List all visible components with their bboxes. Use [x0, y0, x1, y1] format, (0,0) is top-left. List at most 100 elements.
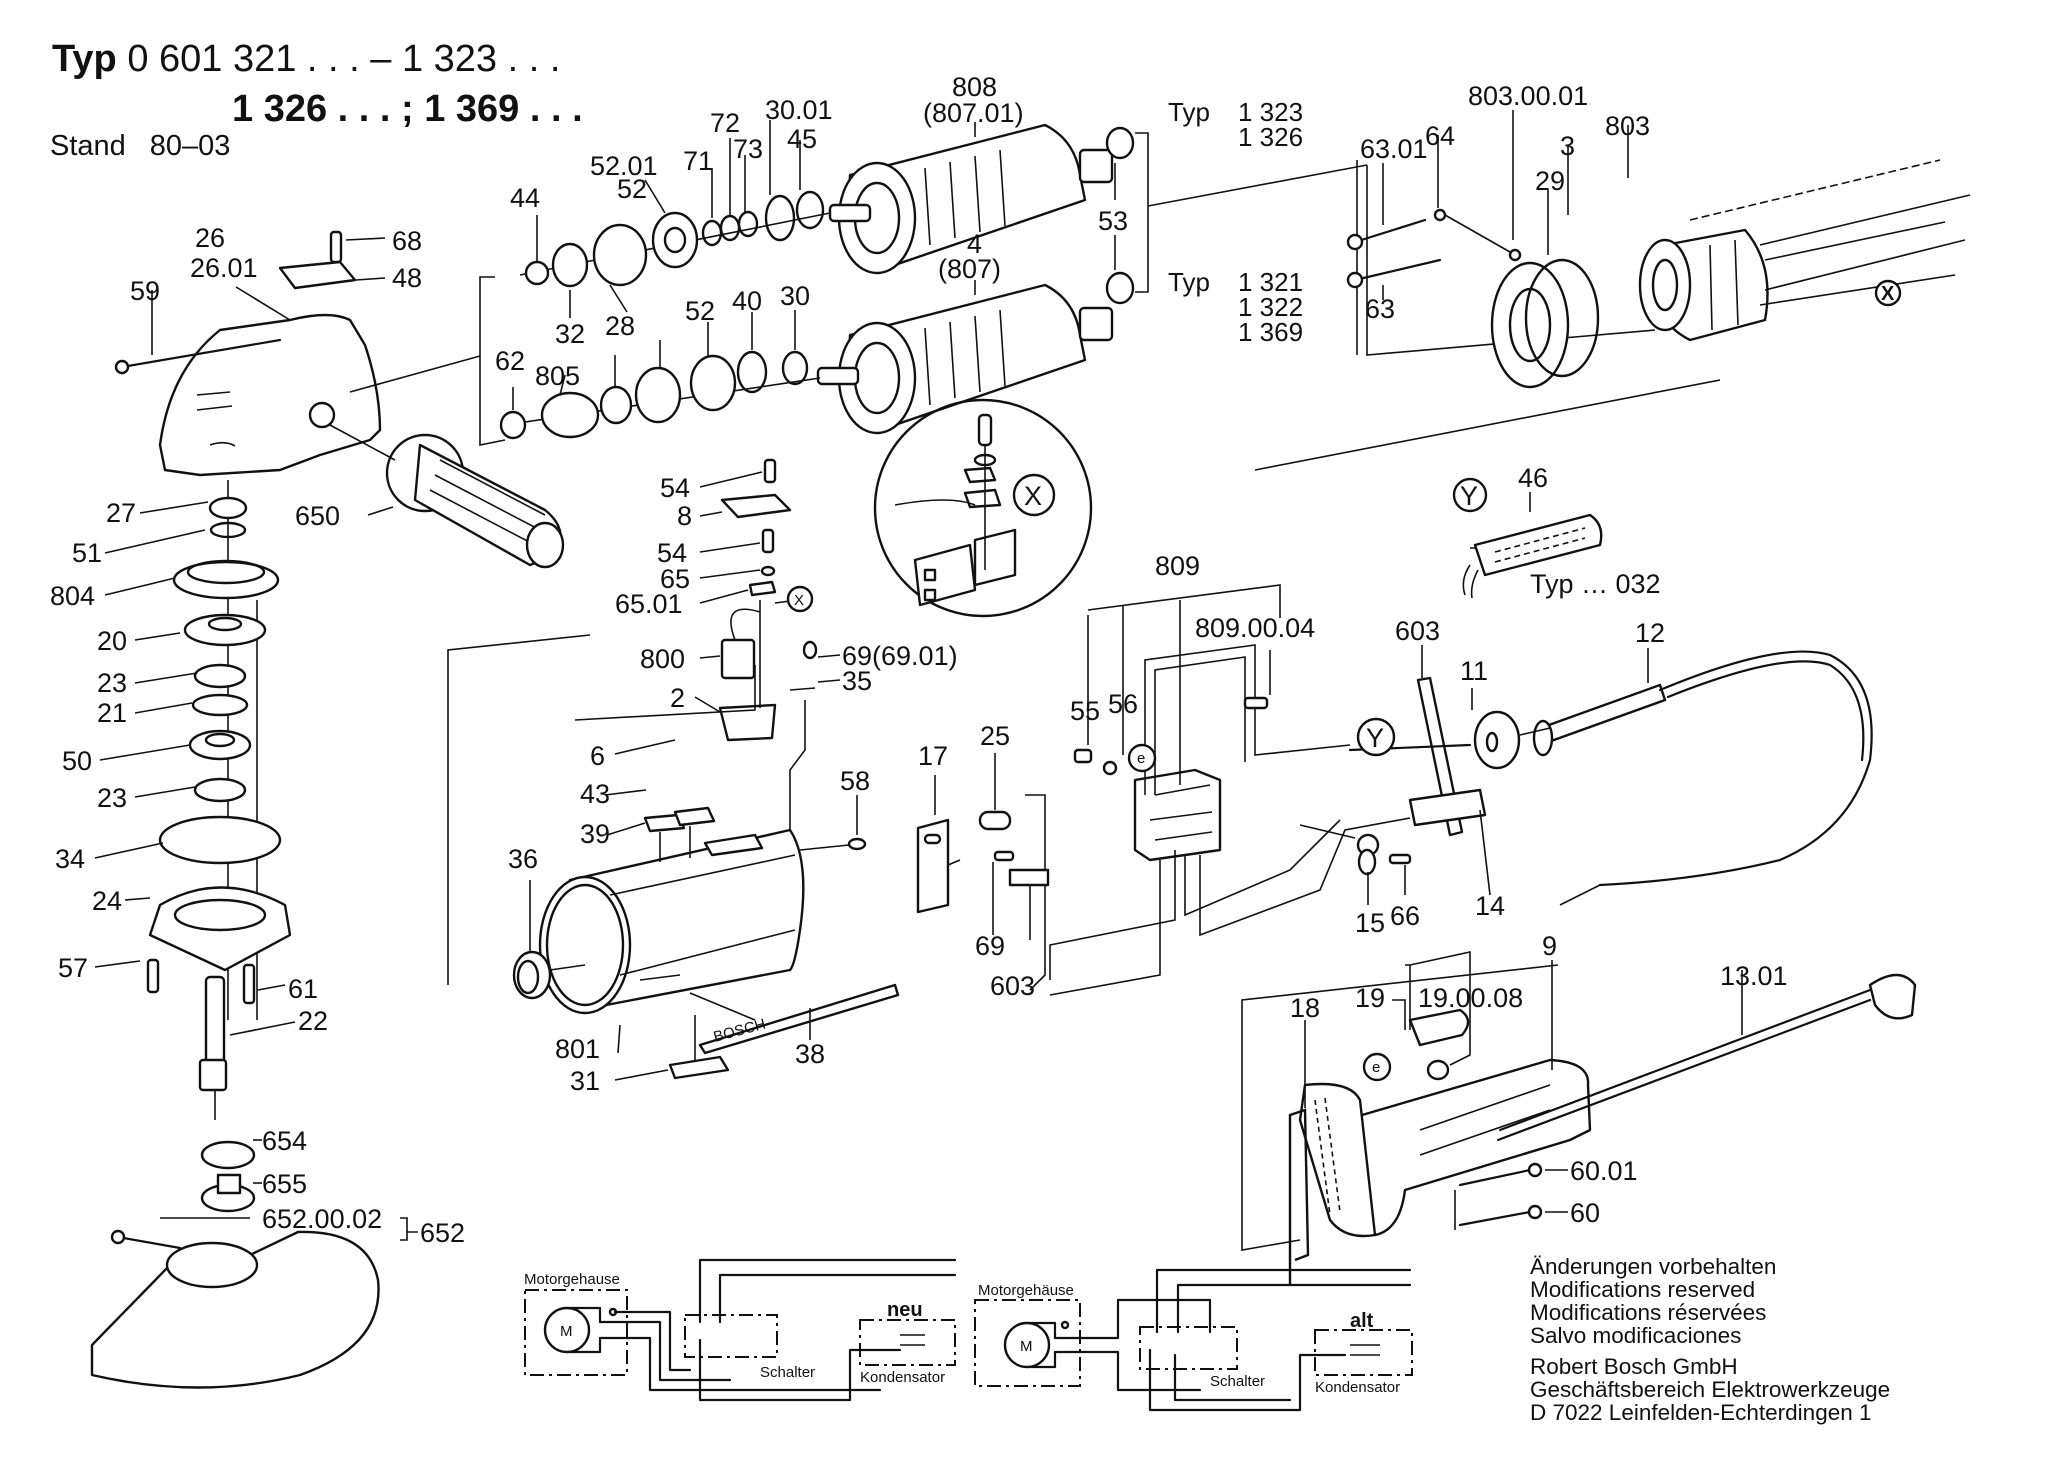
- title-prefix: Typ: [52, 38, 117, 80]
- part-label: 805: [535, 361, 580, 391]
- switch-label: Schalter: [760, 1364, 815, 1381]
- strain-relief-603: [1348, 645, 1491, 896]
- part-label: 53: [1098, 206, 1128, 236]
- clamp-15-66: [1299, 824, 1412, 905]
- motor-housing-label: Motorgehäuse: [978, 1282, 1074, 1299]
- part-label: 652.00.02: [262, 1204, 382, 1234]
- part-label: 59: [130, 276, 160, 306]
- company-address: D 7022 Leinfelden-Echterdingen 1: [1530, 1400, 1872, 1425]
- part-label: 803.00.01: [1468, 81, 1588, 111]
- part-label: 69(69.01): [842, 641, 958, 671]
- motor-housing-label: Motorgehause: [524, 1271, 620, 1288]
- part-label: 52.01: [590, 151, 658, 181]
- clip-18: [1288, 1020, 1310, 1285]
- part-label: 40: [732, 286, 762, 316]
- part-label: 20: [97, 626, 127, 656]
- part-label: 808: [952, 72, 997, 102]
- part-label: (807): [938, 254, 1001, 284]
- part-label: 58: [840, 766, 870, 796]
- grommet-11: [1471, 688, 1521, 770]
- part-label: 26: [195, 223, 225, 253]
- part-label: 45: [787, 124, 817, 154]
- part-label: 30.01: [765, 95, 833, 125]
- callout-marker-y: Y: [1366, 723, 1384, 753]
- part-label: 55: [1070, 696, 1100, 726]
- detail-circle-x: X: [873, 398, 1093, 618]
- part-label: 43: [580, 779, 610, 809]
- sleeve-46: Y: [1452, 477, 1603, 599]
- part-label: 30: [780, 281, 810, 311]
- type-model: 1 321: [1238, 267, 1304, 297]
- field-ring-29: [1490, 258, 1600, 389]
- callout-y-cable: Y: [1356, 717, 1396, 757]
- part-label: (807.01): [923, 98, 1024, 128]
- part-label: 36: [508, 844, 538, 874]
- switch-label: Schalter: [1210, 1373, 1265, 1390]
- part-label: 13.01: [1720, 961, 1788, 991]
- switch-knob-19: e: [1362, 951, 1471, 1082]
- part-label: 9: [1542, 931, 1557, 961]
- callout-marker-x: X: [1024, 481, 1042, 511]
- capacitor-label: Kondensator: [860, 1369, 945, 1386]
- callout-marker-y: Y: [1460, 481, 1478, 511]
- notice-en: Modifications reserved: [1530, 1277, 1756, 1302]
- part-label: 655: [262, 1169, 307, 1199]
- part-label: 32: [555, 319, 585, 349]
- part-label: 52: [617, 174, 647, 204]
- notice-es: Salvo modificaciones: [1530, 1323, 1742, 1348]
- part-label: 25: [980, 721, 1010, 751]
- part-label: 65.01: [615, 589, 683, 619]
- brush-leaders: [574, 471, 841, 755]
- field-winding-3: [1638, 159, 1971, 342]
- title-line-1: 0 601 321 . . . – 1 323 . . .: [127, 38, 561, 80]
- notice-fr: Modifications réservées: [1530, 1300, 1767, 1325]
- stand-label: Stand: [50, 130, 126, 162]
- part-label: 6: [590, 741, 605, 771]
- part-label: 809: [1155, 551, 1200, 581]
- power-cable-12: [1519, 648, 1873, 906]
- part-label: 652: [420, 1218, 465, 1248]
- switch-leaders: [1087, 584, 1281, 785]
- part-label: 650: [295, 501, 340, 531]
- part-label: 17: [918, 741, 948, 771]
- bracket-motor-housing: [447, 634, 591, 985]
- type-model: 1 326: [1238, 122, 1304, 152]
- part-label: 22: [298, 1006, 328, 1036]
- part-label: 44: [510, 183, 540, 213]
- spindle-stack: [146, 480, 292, 1213]
- part-label: 19.00.08: [1418, 983, 1523, 1013]
- part-label: 34: [55, 844, 85, 874]
- part-label: 54: [657, 538, 687, 568]
- part-label: 28: [605, 311, 635, 341]
- part-label: 654: [262, 1126, 307, 1156]
- part-label: 21: [97, 698, 127, 728]
- revision-stand: Stand 80–03: [50, 130, 230, 163]
- leader-lines-left: [94, 501, 418, 1241]
- bracket-lines-armature: [349, 132, 1721, 471]
- type-model: 1 322: [1238, 292, 1304, 322]
- company-division: Geschäftsbereich Elektrowerkzeuge: [1530, 1377, 1891, 1402]
- part-label: 8: [677, 501, 692, 531]
- title-line-2: 1 326 . . . ; 1 369 . . .: [232, 88, 583, 130]
- motor-housing-801: [538, 828, 805, 1015]
- part-label: 24: [92, 886, 122, 916]
- motor-symbol-label: M: [1020, 1338, 1033, 1355]
- part-label: 2: [670, 683, 685, 713]
- part-label: 63.01: [1360, 134, 1428, 164]
- callout-marker-e: e: [1372, 1059, 1380, 1076]
- notice-de: Änderungen vorbehalten: [1530, 1254, 1777, 1279]
- brush-holder-parts: [718, 458, 818, 860]
- part-label: 29: [1535, 166, 1565, 196]
- wiring-diagram-new: M Schalter Kondensator Motorgehause neu: [524, 1258, 957, 1402]
- wheel-guard-652: [90, 1229, 380, 1389]
- part-label: 803: [1605, 111, 1650, 141]
- callout-x-brush: X: [786, 585, 814, 613]
- rear-handle-9: [1298, 1058, 1592, 1238]
- armature-lower-4: [816, 283, 1114, 435]
- part-label: 38: [795, 1039, 825, 1069]
- stand-value: 80–03: [149, 130, 231, 162]
- part-label: 3: [1560, 131, 1575, 161]
